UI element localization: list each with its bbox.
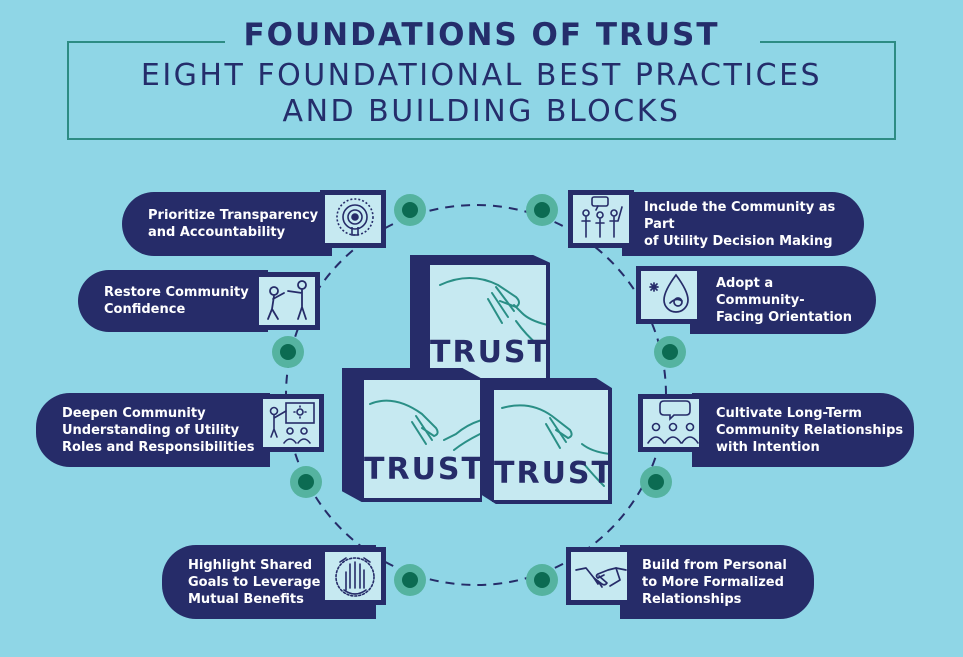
practice-icon-box-confidence <box>254 272 320 330</box>
practice-icon-box-shared-goals <box>320 547 386 605</box>
subtitle-line-1: EIGHT FOUNDATIONAL BEST PRACTICES <box>140 58 823 93</box>
practice-pill-decision-making: Include the Community as Part of Utility… <box>622 192 864 256</box>
practice-icon-box-transparency <box>320 190 386 248</box>
practice-pill-long-term: Cultivate Long-Term Community Relationsh… <box>692 393 914 467</box>
practice-label: Cultivate Long-Term Community Relationsh… <box>716 405 904 455</box>
ring-dot-top-left <box>394 194 426 226</box>
water-drop-icon <box>649 273 689 313</box>
practice-label: Adopt a Community- Facing Orientation <box>716 275 852 325</box>
ring-dot-bottom-right <box>526 564 558 596</box>
title-frame-gap <box>225 36 760 48</box>
trust-word: TRUST <box>364 452 482 487</box>
hands-together-icon <box>335 557 375 597</box>
practice-pill-formalized: Build from Personal to More Formalized R… <box>620 545 814 619</box>
presentation-icon <box>269 402 315 444</box>
trust-block-top: TRUST <box>410 255 550 385</box>
ring-dot-right-lower <box>640 466 672 498</box>
subtitle-line-2: AND BUILDING BLOCKS <box>282 94 681 129</box>
practice-label: Prioritize Transparency and Accountabili… <box>148 208 319 240</box>
practice-label: Restore Community Confidence <box>104 285 249 317</box>
ring-dot-bottom-left <box>394 564 426 596</box>
practice-icon-box-decision-making <box>568 190 634 248</box>
practice-pill-confidence: Restore Community Confidence <box>78 270 268 332</box>
practice-pill-roles: Deepen Community Understanding of Utilit… <box>36 393 270 467</box>
trust-word: TRUST <box>430 335 548 370</box>
conversation-group-icon <box>647 400 699 444</box>
practice-icon-box-community-facing <box>636 266 702 324</box>
practice-icon-box-roles <box>258 394 324 452</box>
practice-label: Deepen Community Understanding of Utilit… <box>62 405 255 455</box>
helping-up-icon <box>267 280 307 320</box>
ring-dot-left-lower <box>290 466 322 498</box>
practice-label: Build from Personal to More Formalized R… <box>642 557 787 607</box>
ring-dot-left-upper <box>272 336 304 368</box>
practice-icon-box-formalized <box>566 547 632 605</box>
community-meeting-icon <box>581 196 623 238</box>
practice-icon-box-long-term <box>638 394 704 452</box>
ring-dot-top-right <box>526 194 558 226</box>
reaching-hands-icon <box>369 399 480 451</box>
practice-label: Include the Community as Part of Utility… <box>644 199 836 249</box>
reaching-hands-icon <box>439 277 546 346</box>
reaching-hands-icon <box>501 404 608 487</box>
trust-word: TRUST <box>494 456 610 491</box>
trust-block-bottom-right: TRUST <box>480 378 612 504</box>
practice-label: Highlight Shared Goals to Leverage Mutua… <box>188 557 321 607</box>
speaker-icon <box>336 198 374 236</box>
trust-block-bottom-left: TRUST <box>342 368 482 502</box>
practice-pill-transparency: Prioritize Transparency and Accountabili… <box>122 192 332 256</box>
title-subtitle: EIGHT FOUNDATIONAL BEST PRACTICES AND BU… <box>0 58 963 130</box>
ring-dot-right-upper <box>654 336 686 368</box>
title-main: FOUNDATIONS OF TRUST <box>243 17 720 53</box>
handshake-icon <box>575 567 627 588</box>
practice-pill-community-facing: Adopt a Community- Facing Orientation <box>690 266 876 334</box>
